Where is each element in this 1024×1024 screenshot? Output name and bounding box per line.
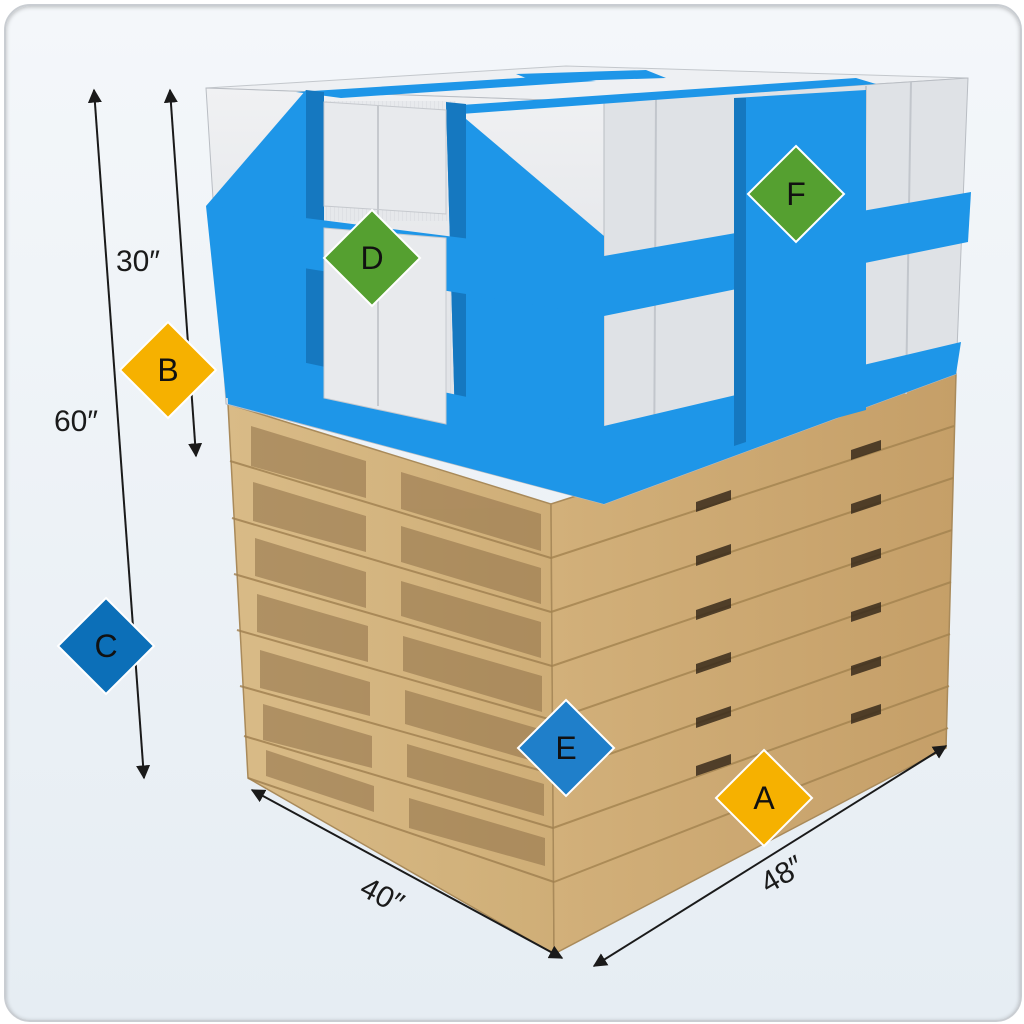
badge-b: B	[118, 320, 218, 420]
load-height-label: 30″	[116, 245, 160, 278]
svg-text:C: C	[94, 628, 117, 664]
width-label: 48″	[755, 849, 810, 900]
badge-c: C	[56, 596, 156, 696]
badge-a: A	[714, 748, 814, 848]
badge-d: D	[322, 208, 422, 308]
dimension-line-40	[250, 789, 564, 959]
pallet-diagram: 30″ 60″ 40″ 48″ B C D F E A	[54, 65, 971, 967]
svg-text:D: D	[360, 240, 383, 276]
badge-e: E	[516, 698, 616, 798]
svg-text:E: E	[555, 730, 576, 766]
badge-f: F	[746, 144, 846, 244]
depth-label: 40″	[355, 871, 410, 921]
dimension-line-48	[592, 745, 948, 967]
svg-text:F: F	[786, 176, 806, 212]
total-height-label: 60″	[54, 405, 98, 438]
diagram-frame: 30″ 60″ 40″ 48″ B C D F E A	[4, 4, 1022, 1022]
svg-text:A: A	[753, 780, 775, 816]
svg-text:B: B	[157, 352, 178, 388]
